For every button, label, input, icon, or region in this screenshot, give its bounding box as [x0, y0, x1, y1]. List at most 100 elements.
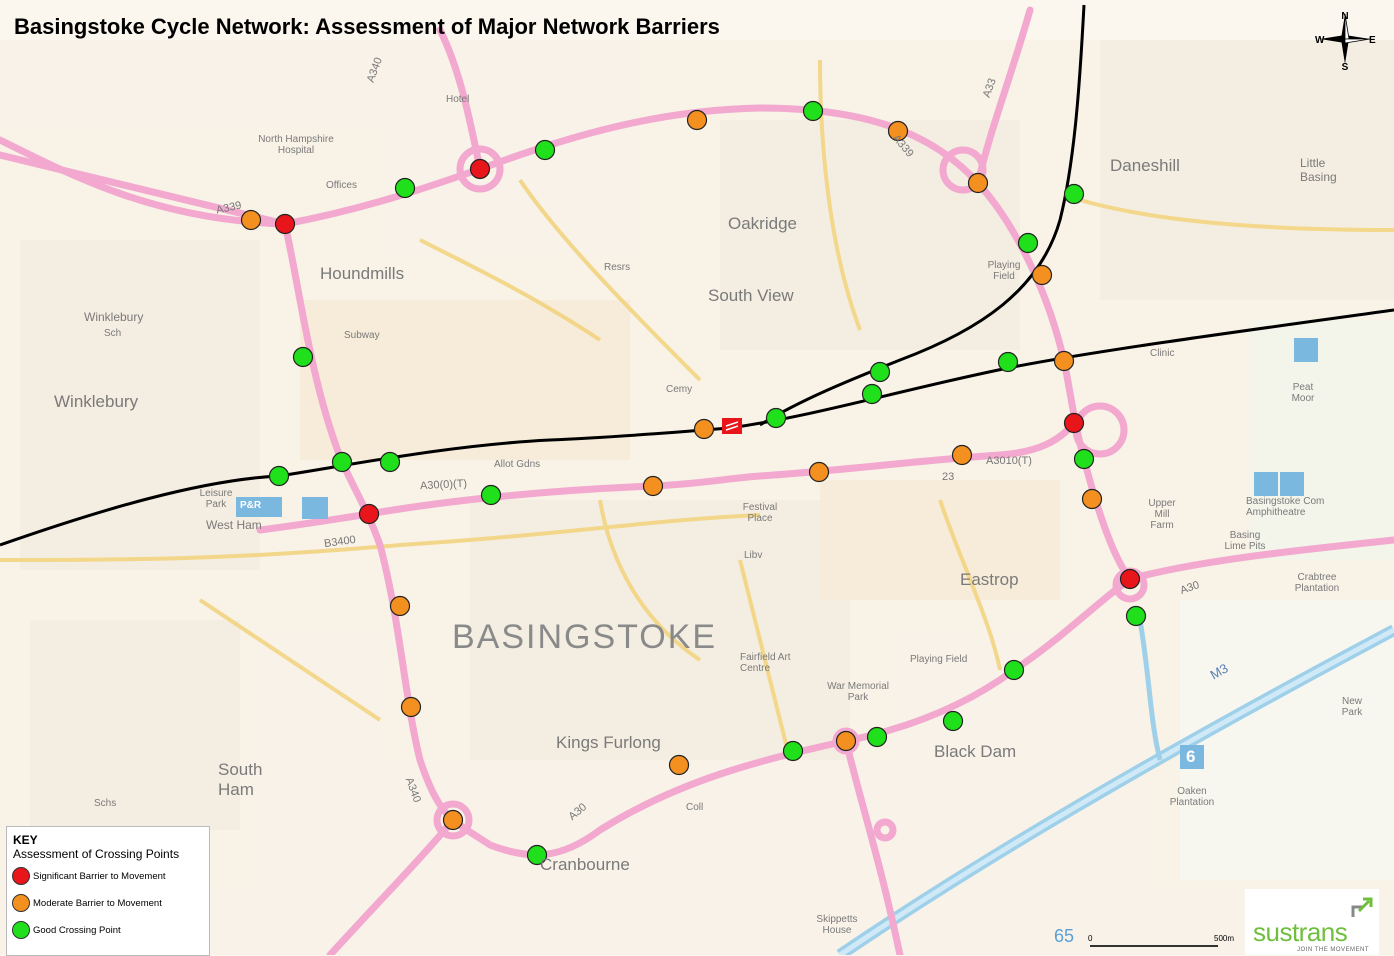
- crossing-point-green: [292, 346, 314, 368]
- place-festival-place: Festival Place: [742, 502, 778, 524]
- place-winklebury: Winklebury: [54, 392, 139, 411]
- place-eastrop: Eastrop: [960, 570, 1019, 589]
- scale-bar: 0 500m: [1086, 934, 1242, 952]
- place-basingstoke: BASINGSTOKE: [452, 618, 718, 656]
- place-daneshill: Daneshill: [1110, 156, 1180, 175]
- crossing-point-green: [1073, 448, 1095, 470]
- place-fairfield-art-centre: Fairfield Art Centre: [740, 652, 791, 674]
- crossing-point-orange: [693, 418, 715, 440]
- key-dot-red: [12, 867, 30, 885]
- place-black-dam: Black Dam: [934, 742, 1017, 761]
- railway-lines: [0, 4, 1394, 547]
- crossing-point-orange: [951, 444, 973, 466]
- place-oaken-plantation: Oaken Plantation: [1169, 786, 1215, 808]
- place-libv: Libv: [744, 550, 763, 561]
- compass-s: S: [1342, 62, 1349, 70]
- place-cemy: Cemy: [666, 384, 693, 395]
- place-south-view: South View: [708, 286, 794, 305]
- key-label-moderate: Moderate Barrier to Movement: [33, 897, 162, 909]
- place-cranbourne: Cranbourne: [540, 855, 630, 874]
- crossing-point-red: [469, 158, 491, 180]
- key-item-significant: Significant Barrier to Movement: [12, 867, 166, 885]
- place-park-and-ride: P&R: [240, 500, 262, 511]
- road-label-a3010-t: A3010(T): [986, 455, 1032, 467]
- place-oakridge: Oakridge: [728, 214, 797, 233]
- crossing-point-green: [1125, 605, 1147, 627]
- road-label-23: 23: [942, 471, 955, 483]
- road-label-a30-0-t: A30(0)(T): [419, 477, 468, 493]
- map-key: KEY Assessment of Crossing Points Signif…: [6, 826, 210, 956]
- logo-name: sustrans: [1253, 917, 1348, 947]
- crossing-point-green: [526, 844, 548, 866]
- crossing-point-orange: [686, 109, 708, 131]
- place-war-memorial-park: War Memorial Park: [827, 681, 889, 703]
- place-little-basing: Little Basing: [1300, 156, 1337, 184]
- crossing-point-orange: [835, 730, 857, 752]
- crossing-point-green: [480, 484, 502, 506]
- key-label-significant: Significant Barrier to Movement: [33, 870, 166, 882]
- crossing-point-orange: [887, 120, 909, 142]
- place-sch: Sch: [104, 328, 122, 339]
- compass-e: E: [1369, 35, 1376, 46]
- road-label-junction-6: 6: [1186, 747, 1196, 766]
- place-hotel: Hotel: [446, 94, 470, 105]
- crossing-point-green: [379, 451, 401, 473]
- place-basing-lime-pits: Basing Lime Pits: [1224, 530, 1266, 552]
- place-peat-moor: Peat Moor: [1291, 382, 1315, 404]
- map-title: Basingstoke Cycle Network: Assessment of…: [14, 14, 720, 39]
- crossing-point-green: [765, 407, 787, 429]
- crossing-point-red: [358, 503, 380, 525]
- crossing-point-green: [997, 351, 1019, 373]
- crossing-point-orange: [808, 461, 830, 483]
- compass-rose-icon: N S W E: [1315, 11, 1376, 70]
- crossing-point-orange: [442, 809, 464, 831]
- place-upper-mill-farm: Upper Mill Farm: [1148, 498, 1176, 531]
- key-dot-green: [12, 921, 30, 939]
- major-roads: [0, 6, 1394, 955]
- crossing-point-green: [1063, 183, 1085, 205]
- key-item-good: Good Crossing Point: [12, 921, 121, 939]
- crossing-point-orange: [668, 754, 690, 776]
- place-clinic: Clinic: [1150, 348, 1175, 359]
- place-basingstoke-amphitheatre: Basingstoke Com Amphitheatre: [1246, 496, 1325, 518]
- crossing-point-green: [394, 177, 416, 199]
- place-west-ham: West Ham: [206, 518, 262, 532]
- scale-left-label: 0: [1088, 934, 1093, 943]
- key-subtitle: Assessment of Crossing Points: [13, 847, 180, 861]
- crossing-point-green: [268, 465, 290, 487]
- crossing-points: [240, 100, 1147, 866]
- place-playing-field-north: Playing Field: [987, 260, 1021, 282]
- road-label-65: 65: [1054, 926, 1075, 946]
- parking-icons: [236, 338, 1318, 769]
- crossing-point-orange: [967, 172, 989, 194]
- place-houndmills: Houndmills: [320, 264, 405, 283]
- sustrans-logo: sustrans JOIN THE MOVEMENT: [1245, 889, 1379, 955]
- crossing-point-green: [1003, 659, 1025, 681]
- place-schs: Schs: [94, 798, 117, 809]
- minor-roads: [0, 59, 1394, 761]
- place-resrs: Resrs: [604, 262, 631, 273]
- logo-tagline: JOIN THE MOVEMENT: [1297, 947, 1370, 953]
- scale-line: [1090, 945, 1218, 947]
- crossing-point-green: [782, 740, 804, 762]
- place-leisure-park: Leisure Park: [199, 488, 233, 510]
- crossing-point-orange: [1081, 488, 1103, 510]
- crossing-point-red: [274, 213, 296, 235]
- key-dot-orange: [12, 894, 30, 912]
- crossing-point-orange: [642, 475, 664, 497]
- compass-n: N: [1341, 11, 1348, 22]
- crossing-point-orange: [240, 209, 262, 231]
- crossing-point-red: [1119, 568, 1141, 590]
- place-coll: Coll: [686, 802, 704, 813]
- crossing-point-green: [861, 383, 883, 405]
- key-item-moderate: Moderate Barrier to Movement: [12, 894, 162, 912]
- place-subway: Subway: [344, 330, 380, 341]
- place-new-park: New Park: [1341, 696, 1363, 718]
- place-crabtree-plantation: Crabtree Plantation: [1294, 572, 1340, 594]
- crossing-point-red: [1063, 412, 1085, 434]
- crossing-point-green: [866, 726, 888, 748]
- built-up-areas: [0, 40, 1394, 955]
- crossing-point-orange: [400, 696, 422, 718]
- arrow-icon: [1351, 897, 1373, 917]
